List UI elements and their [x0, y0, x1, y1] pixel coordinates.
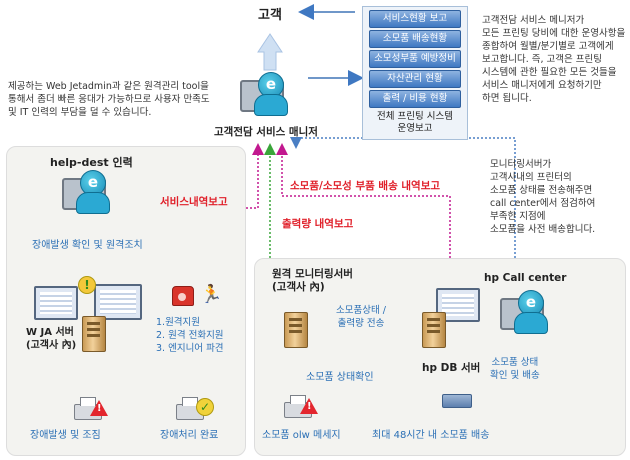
label-supply-delivery-report: 소모품/소모성 부품 배송 내역보고	[290, 180, 441, 192]
wja-server-icon	[82, 316, 106, 352]
alert-status-icon: !	[78, 276, 96, 294]
helpdesk-label: help-dest 인력	[50, 156, 133, 169]
arrow-up-big	[257, 33, 283, 71]
db-server-icon	[422, 312, 446, 348]
check-icon: ✓	[196, 398, 214, 416]
delivery-box-icon	[442, 394, 472, 408]
remote-server-label: 원격 모니터링서버 (고객사 內)	[272, 268, 353, 293]
manager-agent-icon: e	[240, 72, 288, 116]
engineer-runner-icon: 🏃	[200, 284, 223, 305]
menu-asset-management[interactable]: 자산관리 현황	[369, 70, 461, 88]
note-left-intro: 제공하는 Web Jetadmin과 같은 원격관리 tool을 통해서 좀더 …	[8, 81, 210, 118]
callcenter-agent-icon: e	[500, 290, 548, 334]
db-monitor-icon	[436, 288, 480, 322]
phone-icon	[172, 286, 194, 306]
line-supply-report	[276, 143, 451, 290]
remote-server-icon	[284, 312, 308, 348]
db-server-label: hp DB 서버	[422, 362, 481, 374]
label-fault-remote: 장애발생 확인 및 원격조치	[32, 240, 143, 251]
label-supply-status-send: 소모품상태 / 출력량 전송	[336, 305, 386, 329]
note-right-manager: 고객전담 서비스 메니저가 모든 프린팅 당비에 대한 운영사항을 종합하여 월…	[482, 15, 626, 104]
helpdesk-agent-icon: e	[62, 170, 110, 214]
label-supply-message: 소모품 olw 메세지	[262, 430, 341, 441]
service-report-menu: 서비스현황 보고 소모품 배송현황 소모성부품 예방정비 자산관리 현황 출력 …	[362, 6, 468, 140]
label-fault-done: 장애처리 완료	[160, 430, 219, 441]
label-output-report: 출력량 내역보고	[282, 218, 354, 230]
manager-label: 고객전담 서비스 매니저	[214, 126, 318, 138]
line-callcenter-report	[290, 137, 516, 270]
label-supply-status-delivery: 소모품 상태 확인 및 배송	[490, 357, 540, 381]
note-right-monitoring: 모니터링서버가 고객사내의 프린터의 소모품 상태를 전송해주면 call ce…	[490, 159, 596, 235]
warning-icon	[90, 400, 108, 416]
label-supply-check: 소모품 상태확인	[306, 372, 374, 383]
menu-output-cost[interactable]: 출력 / 비용 현황	[369, 90, 461, 108]
menu-service-status[interactable]: 서비스현황 보고	[369, 10, 461, 28]
wja-monitor-left	[34, 286, 78, 320]
menu-supply-delivery[interactable]: 소모품 배송현황	[369, 30, 461, 48]
wja-monitor-right	[94, 284, 142, 320]
menu-preventive-maintenance[interactable]: 소모성부품 예방정비	[369, 50, 461, 68]
label-fault-occur: 장애발생 및 조짐	[30, 430, 101, 441]
label-delivery-48h: 최대 48시간 내 소모품 배송	[372, 430, 490, 441]
customer-label: 고객	[258, 8, 282, 23]
callcenter-label: hp Call center	[484, 272, 567, 284]
wja-server-label: W JA 서버 (고객사 內)	[26, 327, 77, 351]
label-service-report: 서비스내역보고	[160, 196, 228, 208]
menu-footer: 전체 프린팅 시스템 운영보고	[377, 111, 453, 134]
label-support-steps: 1.원격지원 2. 원격 전화지원 3. 엔지니어 파견	[156, 317, 224, 354]
supply-warning-icon	[300, 398, 318, 414]
